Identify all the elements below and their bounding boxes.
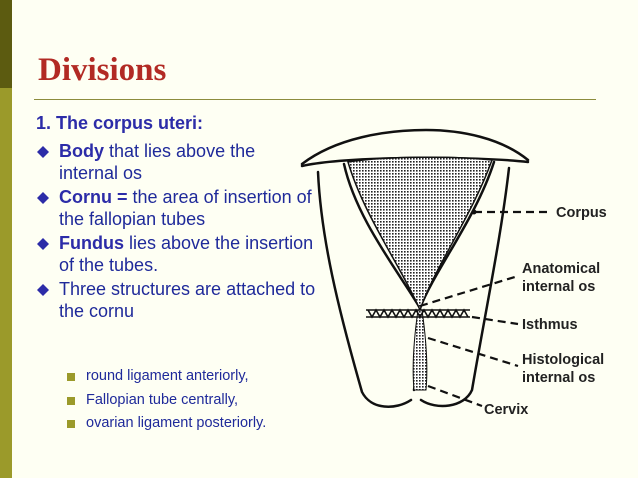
bullet-text: that lies above the internal os <box>59 141 256 183</box>
bullet-item-fundus: Fundus lies above the insertion of the t… <box>36 233 316 276</box>
bullet-list: Body that lies above the internal os Cor… <box>36 141 316 325</box>
section-heading: 1. The corpus uteri: <box>36 113 204 133</box>
label-cervix: Cervix <box>484 402 528 418</box>
label-histological-os: internal os <box>522 370 595 386</box>
uterine-cavity <box>347 156 494 313</box>
diagram-labels: Corpus Anatomical internal os Isthmus Hi… <box>484 205 607 418</box>
bullet-term: Fundus <box>59 233 124 253</box>
isthmus-band <box>366 308 470 319</box>
bullet-term: Cornu = <box>59 187 128 207</box>
bullet-item-structures: Three structures are attached to the cor… <box>36 279 316 322</box>
slide-title: Divisions <box>38 52 167 88</box>
sub-bullet-text: round ligament anteriorly, <box>86 368 249 384</box>
sub-bullet-item: round ligament anteriorly, <box>66 365 326 389</box>
label-anatomical-os: internal os <box>522 279 595 295</box>
accent-bar <box>0 0 12 478</box>
diamond-bullet-icon <box>37 192 49 204</box>
square-bullet-icon <box>67 420 75 428</box>
sub-bullet-item: ovarian ligament posteriorly. <box>66 412 326 436</box>
corpus-pointer-dot <box>471 209 477 215</box>
sub-bullet-text: Fallopian tube centrally, <box>86 391 239 408</box>
label-corpus: Corpus <box>556 205 607 221</box>
cervical-canal <box>412 309 428 391</box>
label-isthmus: Isthmus <box>522 317 578 333</box>
sub-bullet-item: Fallopian tube centrally, <box>66 389 326 413</box>
bullet-item-cornu: Cornu = the area of insertion of the fal… <box>36 187 316 230</box>
bullet-term: Body <box>59 141 104 161</box>
sub-bullet-text: ovarian ligament posteriorly. <box>86 415 267 431</box>
accent-bar-top <box>0 0 12 88</box>
diamond-bullet-icon <box>37 146 49 158</box>
diamond-bullet-icon <box>37 284 49 296</box>
sub-bullet-list: round ligament anteriorly, Fallopian tub… <box>66 365 326 436</box>
label-anatomical: Anatomical <box>522 261 600 277</box>
title-divider <box>34 99 596 100</box>
bullet-item-body: Body that lies above the internal os <box>36 141 316 184</box>
square-bullet-icon <box>67 396 75 405</box>
square-bullet-icon <box>67 373 75 381</box>
bullet-text: the area of insertion of the fallopian t… <box>59 187 312 229</box>
bullet-text: Three structures are attached to the cor… <box>59 279 316 321</box>
diamond-bullet-icon <box>37 238 49 250</box>
bullet-text: lies above the insertion of the tubes. <box>59 233 314 275</box>
uterus-diagram: Corpus Anatomical internal os Isthmus Hi… <box>300 128 607 418</box>
label-histological: Histological <box>522 352 604 368</box>
label-pointers <box>419 210 552 408</box>
